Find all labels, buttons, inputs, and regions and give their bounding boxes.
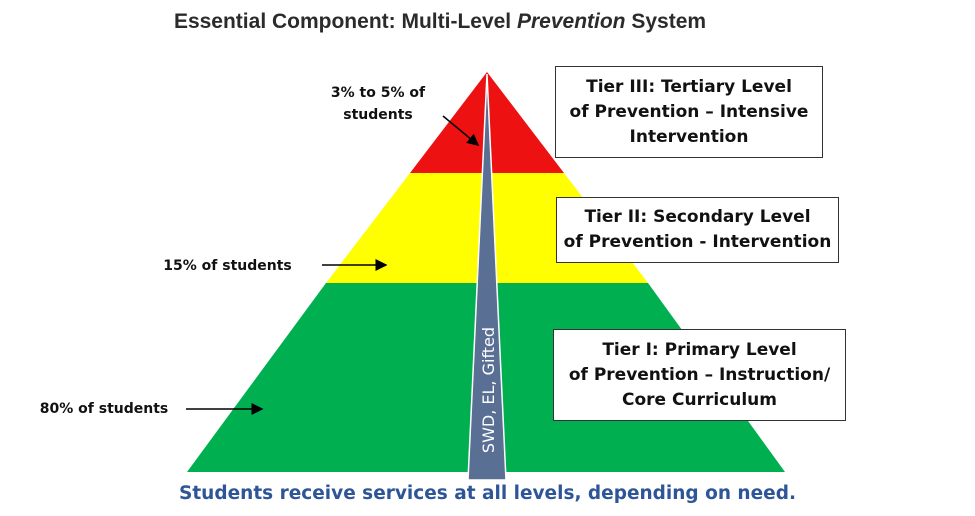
tier-3-line-1: Tier III: Tertiary Level — [586, 76, 792, 97]
tier-1-percent: 80% of students — [30, 398, 178, 420]
tier-3-line-3: Intervention — [629, 126, 749, 147]
tier-3-arrow — [442, 115, 480, 146]
tier-3-line-2: of Prevention – Intensive — [569, 101, 809, 122]
title-prefix: Essential Component: Multi-Level — [173, 10, 517, 33]
tier-2-percent: 15% of students — [150, 255, 305, 277]
tier-1-line-1: Tier I: Primary Level — [602, 339, 797, 360]
inclusion-wedge — [467, 73, 507, 481]
wedge-label: SWD, EL, Gifted — [479, 327, 498, 453]
tier-1-percent-line-1: 80% of students — [39, 401, 169, 417]
diagram-title: Essential Component: Multi-Level Prevent… — [0, 10, 880, 34]
tier-3-percent-line-2: students — [343, 107, 413, 123]
tier-3-percent-line-1: 3% to 5% of — [330, 85, 426, 101]
tier-2-line-1: Tier II: Secondary Level — [584, 207, 811, 227]
tier-2-percent-line-1: 15% of students — [163, 258, 292, 274]
title-suffix: System — [625, 10, 707, 33]
title-emphasis: Prevention — [516, 10, 626, 33]
tier-1-box: Tier I: Primary Level of Prevention – In… — [553, 329, 846, 421]
tier-1-line-2: of Prevention – Instruction/ — [568, 364, 831, 385]
tier-2-line-2: of Prevention - Intervention — [563, 232, 832, 252]
tier-3-box: Tier III: Tertiary Level of Prevention –… — [555, 66, 823, 158]
tier-3-percent: 3% to 5% of students — [312, 82, 444, 126]
tier-2-box: Tier II: Secondary Level of Prevention -… — [556, 197, 839, 263]
footer-note: Students receive services at all levels,… — [179, 483, 796, 504]
tier-1-line-3: Core Curriculum — [622, 389, 777, 410]
